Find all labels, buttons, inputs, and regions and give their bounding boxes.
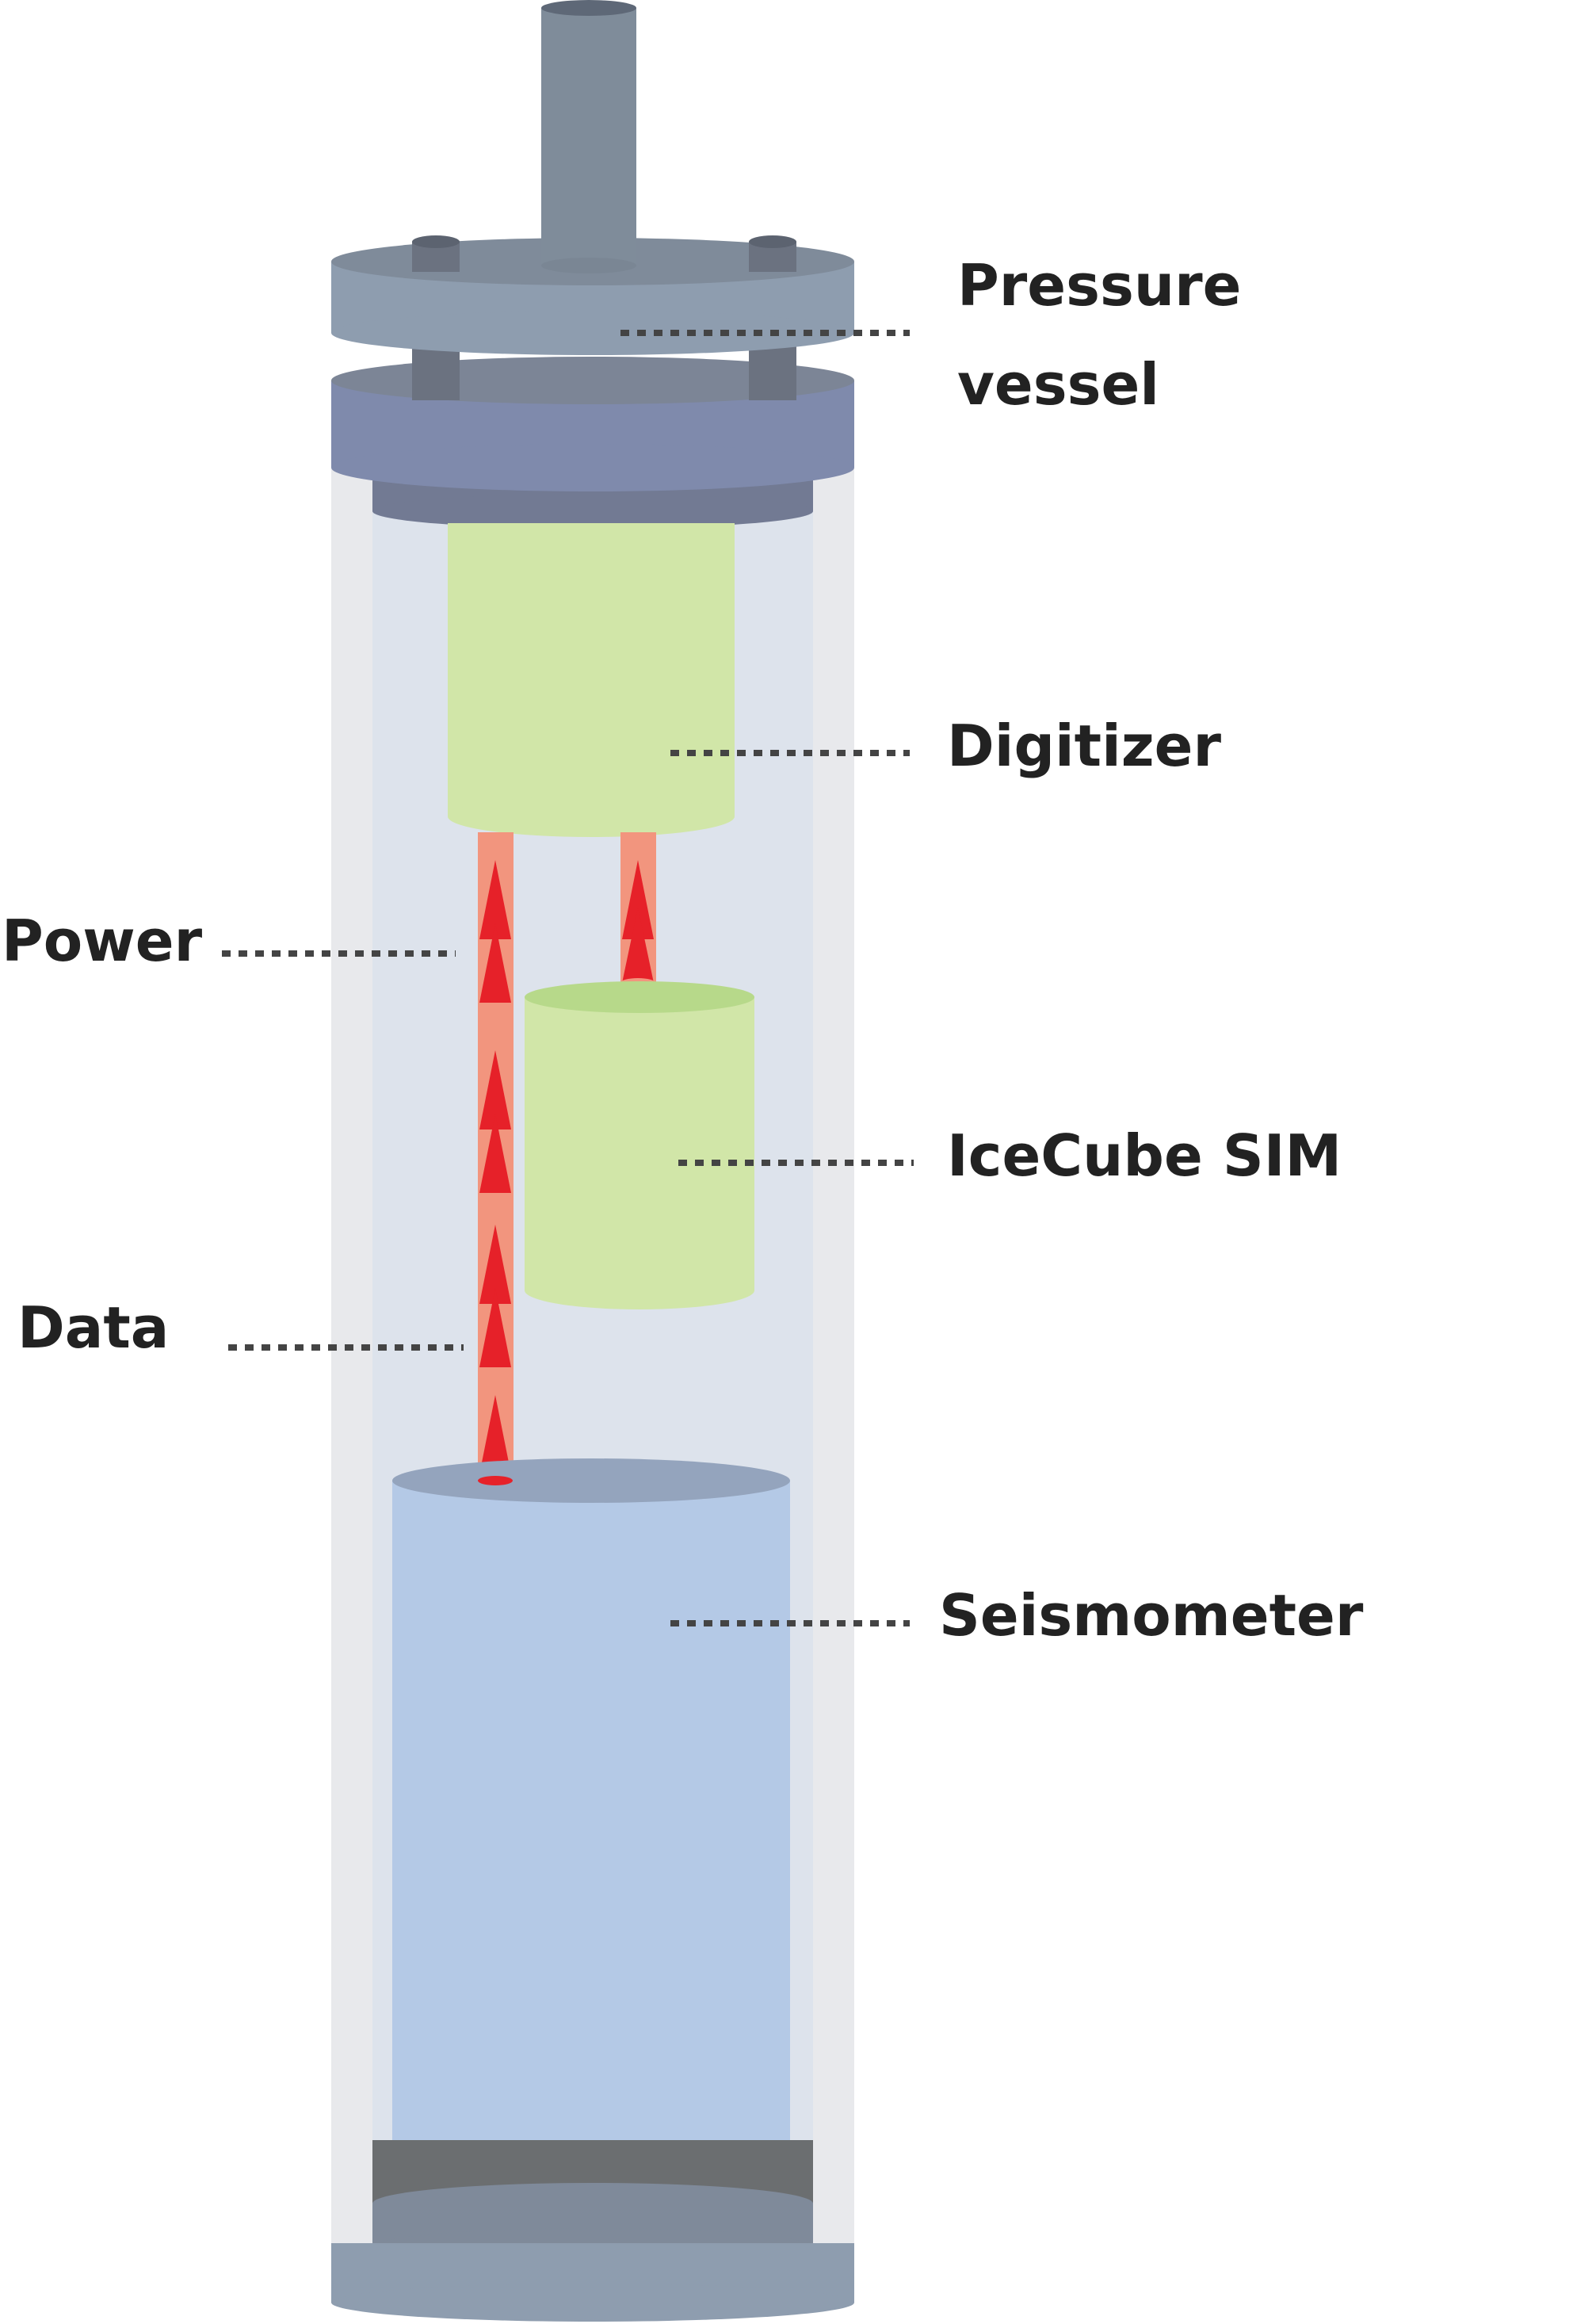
- sim-cable: [620, 832, 656, 988]
- pressure-vessel-label-line2: vessel: [957, 351, 1159, 418]
- power-arrow-2: [479, 923, 511, 1003]
- bottom-base: [331, 2140, 854, 2322]
- top-pipe: [541, 0, 636, 273]
- cable-end: [478, 1476, 513, 1485]
- sim-arrow-1: [622, 860, 654, 939]
- seismometer-label: Seismometer: [939, 1582, 1364, 1649]
- upper-flange: [331, 238, 854, 355]
- icecube-sim-block: [525, 981, 754, 1309]
- pressure-vessel-label-line1: Pressure: [957, 252, 1241, 319]
- power-arrow-1: [479, 860, 511, 939]
- data-arrow-1: [479, 1225, 511, 1304]
- digitizer-label: Digitizer: [947, 713, 1222, 779]
- power-arrow-4: [479, 1114, 511, 1193]
- data-arrow-2: [479, 1288, 511, 1367]
- data-arrow-3: [479, 1395, 511, 1474]
- seismometer-block: [392, 1458, 790, 2167]
- icecube-sim-label: IceCube SIM: [947, 1122, 1342, 1189]
- power-data-cable: [478, 832, 514, 1478]
- power-arrow-3: [479, 1050, 511, 1130]
- power-label: Power: [2, 908, 203, 974]
- digitizer-block: [448, 523, 735, 837]
- sim-arrow-2: [622, 908, 654, 983]
- bolt-right-top: [749, 235, 796, 272]
- bolt-left-top: [412, 235, 460, 272]
- data-label: Data: [17, 1294, 169, 1361]
